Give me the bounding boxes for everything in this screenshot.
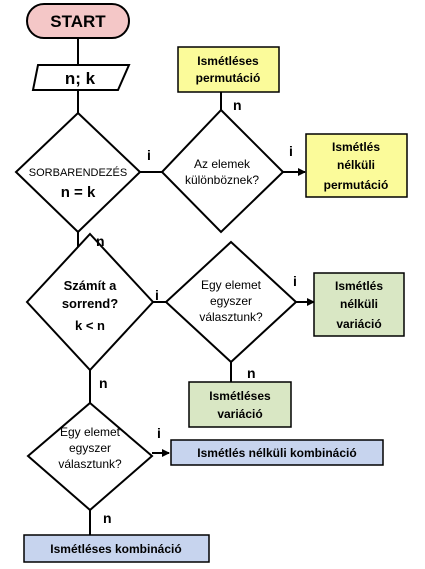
decision-ordering: SORBARENDEZÉS n = k xyxy=(14,111,142,234)
var-norep-line1: Ismétlés xyxy=(335,279,383,293)
branch-no-order: n xyxy=(99,375,108,391)
decision-order-line2: sorrend? xyxy=(62,296,118,311)
result-combination-without-repetition: Ismétlés nélküli kombináció xyxy=(170,439,384,466)
branch-yes-ordering: i xyxy=(147,147,151,163)
var-rep-line2: variáció xyxy=(217,407,262,421)
decision-repeat-choice-2: Egy elemet egyszer választunk? xyxy=(26,401,154,512)
decision-distinct-line2: különböznek? xyxy=(185,173,259,187)
branch-labels: i n i n i i n n i n xyxy=(96,97,297,526)
decision-ordering-line2: n = k xyxy=(61,184,96,201)
comb-norep-line1: Ismétlés nélküli kombináció xyxy=(197,446,356,460)
decision-repeat1-line3: választunk? xyxy=(199,310,263,324)
comb-rep-line1: Ismétléses kombináció xyxy=(50,542,181,556)
connectors xyxy=(77,38,315,535)
branch-no-ordering: n xyxy=(96,233,105,249)
perm-norep-line2: nélküli xyxy=(337,158,375,172)
input-parallelogram: n; k xyxy=(31,64,131,91)
result-variation-with-repetition: Ismétléses variáció xyxy=(188,381,292,428)
decision-repeat2-line1: Egy elemet xyxy=(60,425,121,439)
result-variation-without-repetition: Ismétlés nélküli variáció xyxy=(313,272,405,337)
perm-rep-line1: Ismétléses xyxy=(197,54,259,68)
perm-rep-line2: permutáció xyxy=(196,71,261,85)
var-norep-line3: variáció xyxy=(336,317,381,331)
perm-norep-line1: Ismétlés xyxy=(332,140,380,154)
result-permutation-without-repetition: Ismétlés nélküli permutáció xyxy=(305,133,408,198)
decision-repeat1-line2: egyszer xyxy=(210,294,252,308)
decision-order-line3: k < n xyxy=(75,318,105,333)
decision-repeat2-line3: választunk? xyxy=(58,457,122,471)
branch-yes-repeat2: i xyxy=(157,425,161,441)
decision-order-line1: Számít a xyxy=(64,278,118,293)
decision-distinct: Az elemek különböznek? xyxy=(160,108,285,234)
decision-order-matters: Számít a sorrend? k < n xyxy=(25,232,155,372)
branch-no-repeat2: n xyxy=(103,510,112,526)
var-norep-line2: nélküli xyxy=(340,297,378,311)
input-label: n; k xyxy=(65,69,96,88)
decision-distinct-line1: Az elemek xyxy=(194,157,251,171)
perm-norep-line3: permutáció xyxy=(324,178,389,192)
decision-repeat2-line2: egyszer xyxy=(69,441,111,455)
start-terminal: START xyxy=(26,3,130,39)
var-rep-line1: Ismétléses xyxy=(209,389,271,403)
decision-repeat-choice-1: Egy elemet egyszer választunk? xyxy=(164,240,298,364)
branch-no-repeat1: n xyxy=(247,365,256,381)
decision-ordering-line1: SORBARENDEZÉS xyxy=(29,166,127,179)
result-combination-with-repetition: Ismétléses kombináció xyxy=(23,534,210,563)
branch-yes-distinct: i xyxy=(289,143,293,159)
decision-repeat1-line1: Egy elemet xyxy=(201,278,262,292)
branch-yes-repeat1: i xyxy=(293,273,297,289)
result-permutation-with-repetition: Ismétléses permutáció xyxy=(177,46,280,93)
start-label: START xyxy=(50,12,106,31)
branch-no-distinct: n xyxy=(233,97,242,113)
branch-yes-order: i xyxy=(155,287,159,303)
